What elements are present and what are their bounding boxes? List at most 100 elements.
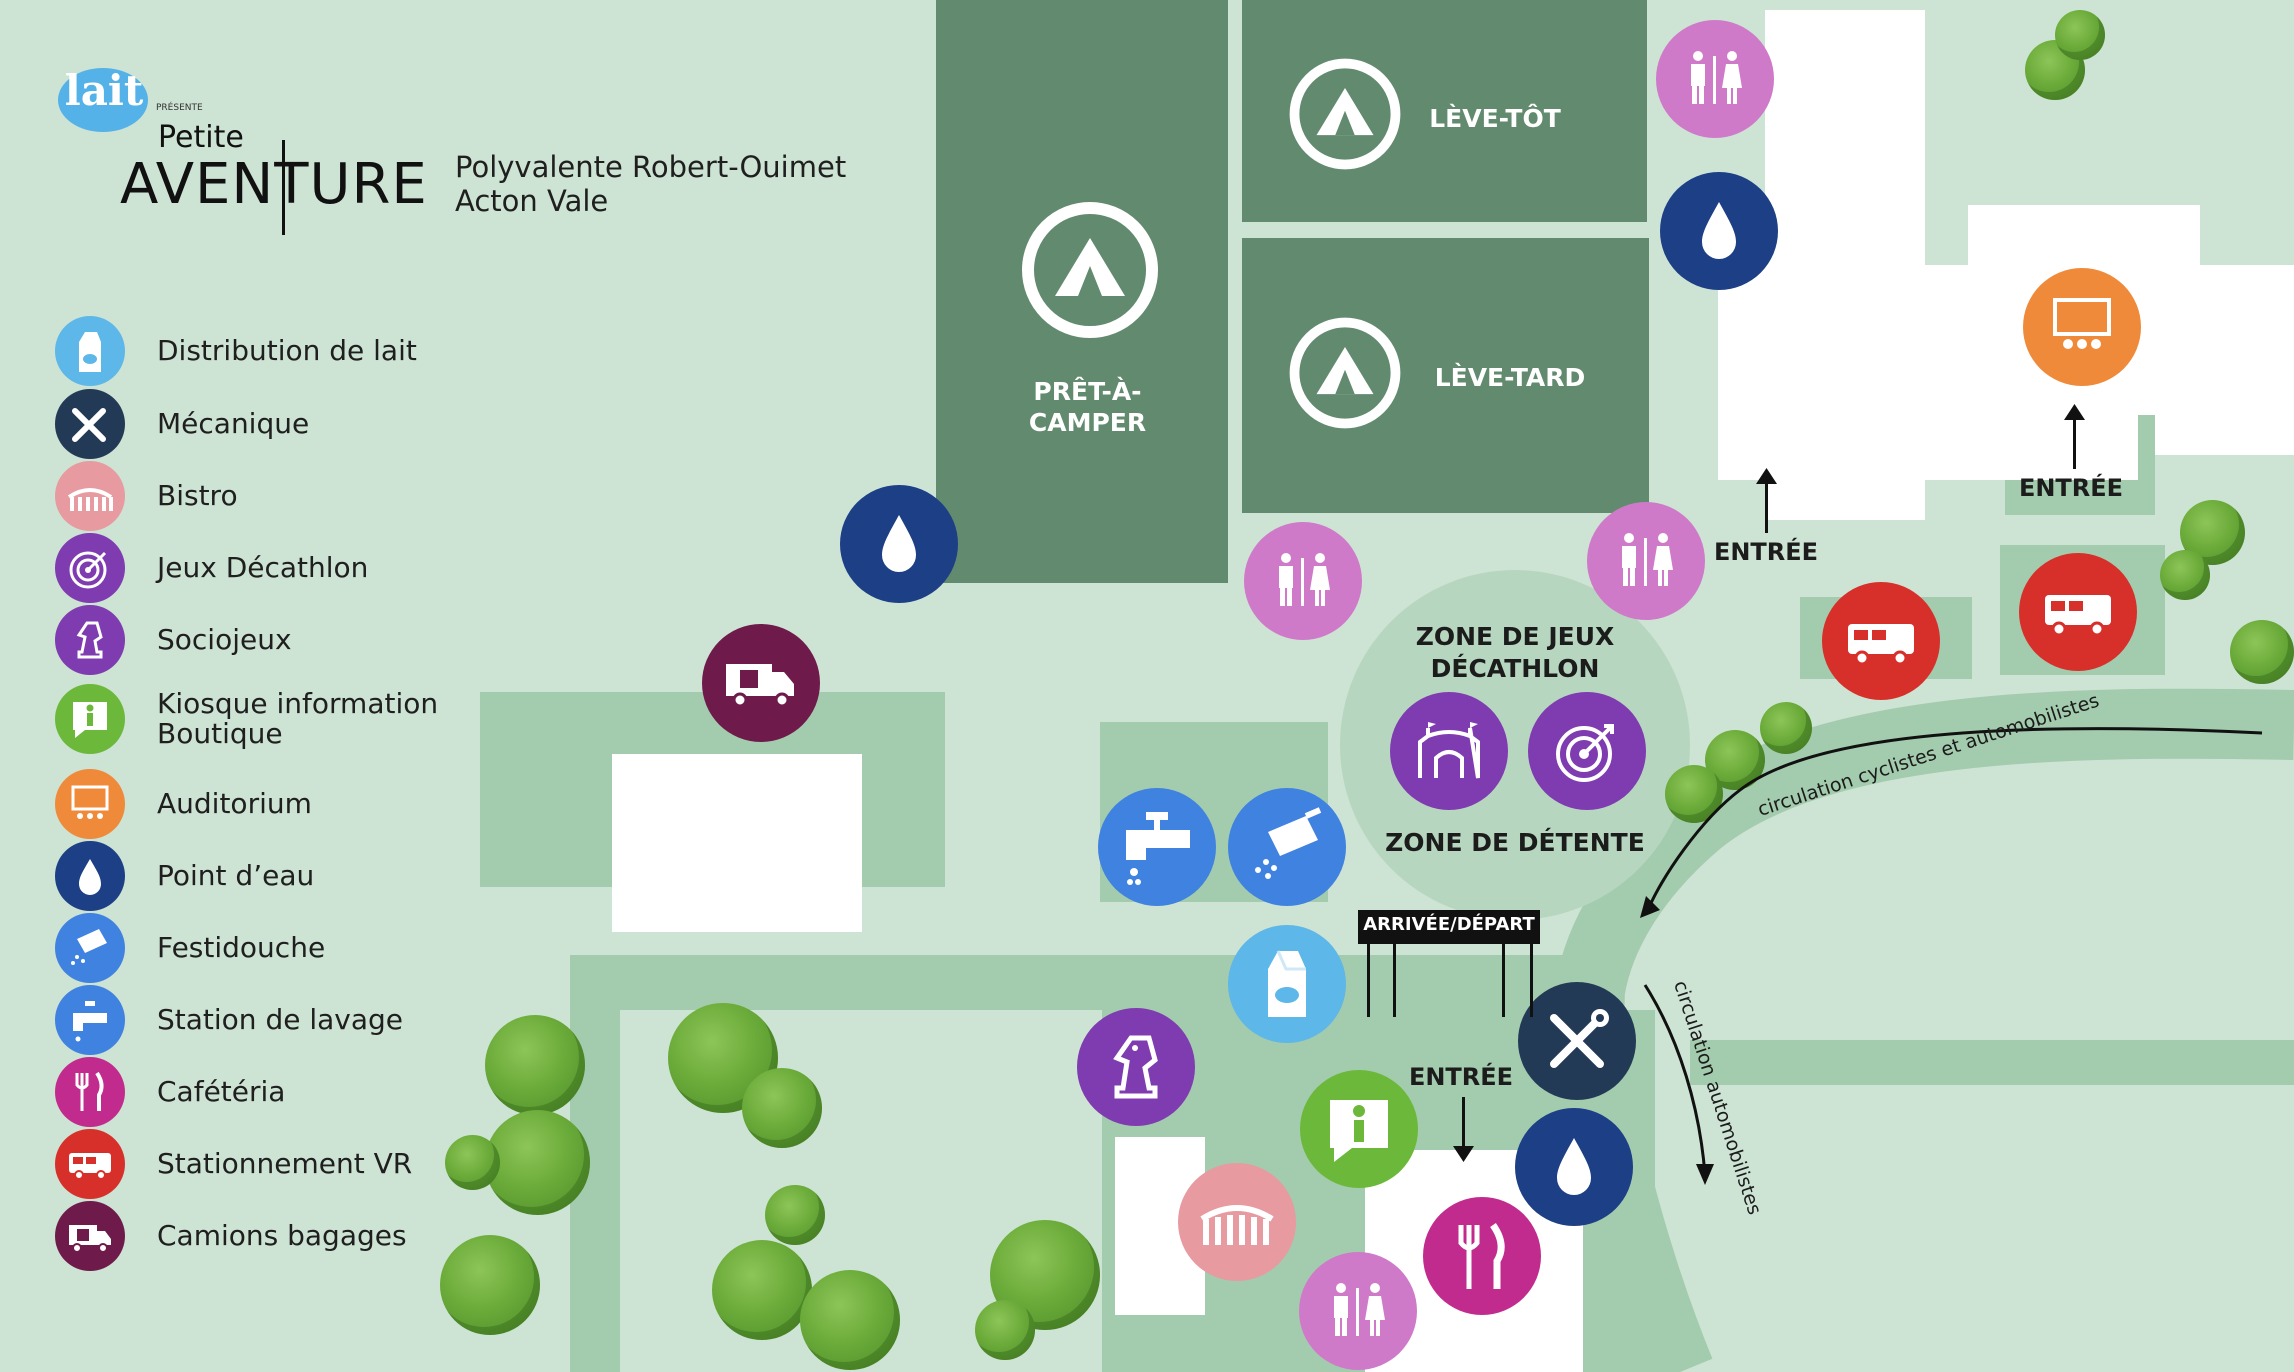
entrance-arrow <box>2073 414 2076 469</box>
rv-parking-marker[interactable] <box>1822 582 1940 700</box>
restroom-marker[interactable] <box>1299 1252 1417 1370</box>
entrance-label: ENTRÉE <box>1713 538 1819 566</box>
legend-label: Mécanique <box>157 407 310 440</box>
legend-item-cafeteria: Cafétéria <box>55 1057 285 1127</box>
luggage-truck-icon <box>55 1201 125 1271</box>
milk-carton-icon <box>1228 925 1346 1043</box>
zone-label-line: DÉCATHLON <box>1430 654 1600 683</box>
arrow-head-up <box>2064 404 2085 420</box>
legend-label: Stationnement VR <box>157 1147 413 1180</box>
restroom-icon <box>1656 20 1774 138</box>
tree <box>765 1185 825 1245</box>
water-drop-icon <box>1515 1108 1633 1226</box>
restroom-marker[interactable] <box>1244 522 1362 640</box>
bouncy-castle-marker[interactable] <box>1390 692 1508 810</box>
event-title: AVENTURE <box>120 152 428 217</box>
water-point-marker[interactable] <box>840 485 958 603</box>
legend-item-kiosque: Kiosque information Boutique <box>55 684 438 754</box>
luggage-truck-marker[interactable] <box>702 624 820 742</box>
tree <box>1760 702 1812 754</box>
auditorium-marker[interactable] <box>2023 268 2141 386</box>
entrance-arrow <box>1765 478 1768 533</box>
cutlery-icon <box>55 1057 125 1127</box>
legend-label: Jeux Décathlon <box>157 551 369 584</box>
auditorium-icon <box>2023 268 2141 386</box>
legend-label: Bistro <box>157 479 238 512</box>
legend-label-line: Boutique <box>157 717 283 750</box>
water-point-marker[interactable] <box>1515 1108 1633 1226</box>
faucet-icon <box>1098 788 1216 906</box>
luggage-truck-icon <box>702 624 820 742</box>
bouncy-castle-icon <box>1390 692 1508 810</box>
banner-post <box>1502 944 1505 1017</box>
zone-label-line: ZONE DE JEUX <box>1415 622 1615 651</box>
path-road-east <box>1690 1040 2294 1085</box>
path-main-horizontal <box>570 955 1610 1010</box>
restroom-marker[interactable] <box>1587 502 1705 620</box>
tree <box>445 1135 500 1190</box>
tent-icon <box>1022 202 1158 338</box>
zone-label-leve-tard: LÈVE-TARD <box>1434 363 1586 392</box>
faucet-icon <box>55 985 125 1055</box>
tree <box>2230 620 2294 684</box>
arrival-departure-banner <box>1358 910 1540 944</box>
bistro-marker[interactable] <box>1178 1163 1296 1281</box>
zone-label-leve-tot: LÈVE-TÔT <box>1429 104 1561 133</box>
tools-icon <box>55 389 125 459</box>
arrow-head-up <box>1756 468 1777 484</box>
cutlery-icon <box>1423 1197 1541 1315</box>
legend-item-station-lavage: Station de lavage <box>55 985 403 1055</box>
info-icon <box>55 684 125 754</box>
zone-leve-tot <box>1242 0 1647 222</box>
water-point-marker[interactable] <box>1660 172 1778 290</box>
tree <box>485 1110 590 1215</box>
presents-text: PRÉSENTE <box>156 103 203 113</box>
legend-label-line: Kiosque information <box>157 687 439 720</box>
legend-label: Distribution de lait <box>157 334 417 367</box>
target-icon <box>1528 692 1646 810</box>
legend-item-camions-bagages: Camions bagages <box>55 1201 407 1271</box>
rv-icon <box>55 1129 125 1199</box>
tools-icon <box>1518 982 1636 1100</box>
restroom-marker[interactable] <box>1656 20 1774 138</box>
event-title-top: Petite <box>158 120 244 155</box>
milk-carton-icon <box>55 316 125 386</box>
rv-icon <box>1822 582 1940 700</box>
legend-label: Camions bagages <box>157 1219 407 1252</box>
restroom-icon <box>1244 522 1362 640</box>
venue-line: Acton Vale <box>455 184 609 218</box>
tree <box>485 1015 585 1115</box>
zone-label-line: PRÊT-À- <box>1033 377 1142 406</box>
tent-icon <box>1289 317 1401 429</box>
tree <box>975 1300 1035 1360</box>
venue-name: Polyvalente Robert-Ouimet Acton Vale <box>455 150 846 218</box>
washing-station-marker[interactable] <box>1098 788 1216 906</box>
info-kiosk-marker[interactable] <box>1300 1070 1418 1188</box>
chess-knight-icon <box>55 605 125 675</box>
building-main-east <box>2155 265 2294 455</box>
entrance-label: ENTRÉE <box>1408 1063 1514 1091</box>
target-game-marker[interactable] <box>1528 692 1646 810</box>
sociojeux-marker[interactable] <box>1077 1008 1195 1126</box>
tree <box>742 1068 822 1148</box>
shower-icon <box>1228 788 1346 906</box>
arrival-departure-label: ARRIVÉE/DÉPART <box>1363 914 1535 935</box>
milk-distribution-marker[interactable] <box>1228 925 1346 1043</box>
cafeteria-marker[interactable] <box>1423 1197 1541 1315</box>
zone-label-line: CAMPER <box>1028 408 1147 437</box>
building-west <box>612 754 862 932</box>
rv-icon <box>2019 553 2137 671</box>
tree <box>440 1235 540 1335</box>
legend-item-point-eau: Point d’eau <box>55 841 314 911</box>
tree <box>2055 10 2105 60</box>
legend-label: Auditorium <box>157 787 312 820</box>
zone-label-jeux: ZONE DE JEUX DÉCATHLON <box>1380 621 1650 685</box>
rv-parking-marker[interactable] <box>2019 553 2137 671</box>
mecanique-marker[interactable] <box>1518 982 1636 1100</box>
legend-item-mecanique: Mécanique <box>55 389 309 459</box>
water-drop-icon <box>1660 172 1778 290</box>
legend-item-festidouche: Festidouche <box>55 913 325 983</box>
bistro-arch-icon <box>55 461 125 531</box>
festidouche-marker[interactable] <box>1228 788 1346 906</box>
